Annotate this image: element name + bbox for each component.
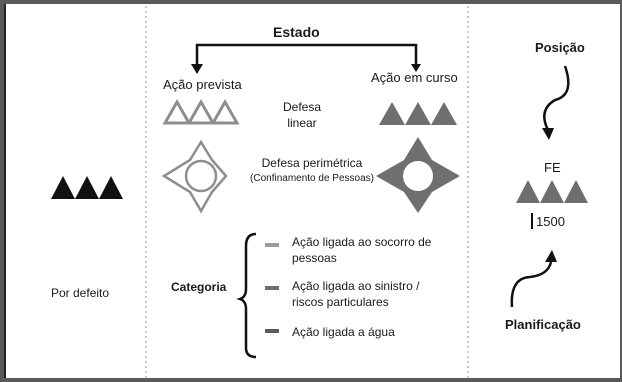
state-arrowhead-right	[411, 64, 421, 72]
default-symbol	[51, 176, 123, 199]
state-arrowhead-left	[191, 64, 203, 74]
position-arrowhead	[542, 128, 554, 140]
position-title: Posição	[535, 40, 585, 55]
state-bracket-arrow	[195, 43, 418, 66]
linear-defense-label-line2: linear	[287, 116, 317, 130]
planned-action-label: Ação prevista	[163, 77, 242, 92]
unit-symbol	[516, 180, 588, 203]
category-bar-rescue	[265, 243, 279, 247]
planned-linear-defense-symbol	[162, 98, 240, 125]
category-item-rescue-line2: pessoas	[292, 251, 337, 265]
category-title: Categoria	[171, 280, 227, 294]
planned-perimeter-defense-symbol	[161, 139, 228, 214]
in-progress-action-label: Ação em curso	[371, 70, 458, 85]
category-item-incident-line1: Ação ligada ao sinistro /	[292, 279, 420, 293]
category-bracket	[236, 232, 257, 359]
planning-title: Planificação	[505, 317, 581, 332]
category-item-rescue-line1: Ação ligada ao socorro de	[292, 235, 432, 249]
perimeter-defense-sublabel: (Confinamento de Pessoas)	[250, 173, 374, 184]
state-title: Estado	[273, 24, 320, 40]
default-label: Por defeito	[51, 286, 110, 300]
unit-code: FE	[544, 160, 561, 175]
in-progress-perimeter-defense-symbol	[376, 137, 460, 213]
unit-number: 1500	[536, 214, 565, 229]
category-item-incident-line2: riscos particulares	[292, 295, 389, 309]
category-bar-incident	[265, 286, 279, 290]
category-bar-water	[265, 329, 279, 333]
perimeter-defense-label: Defesa perimétrica	[261, 156, 363, 170]
planning-curved-arrow	[510, 261, 553, 308]
in-progress-linear-defense-symbol	[379, 102, 457, 125]
planning-arrowhead	[545, 250, 557, 262]
linear-defense-label-line1: Defesa	[282, 100, 322, 114]
position-curved-arrow	[543, 65, 570, 131]
category-item-water: Ação ligada a água	[292, 325, 395, 339]
unit-number-bar	[531, 213, 533, 229]
